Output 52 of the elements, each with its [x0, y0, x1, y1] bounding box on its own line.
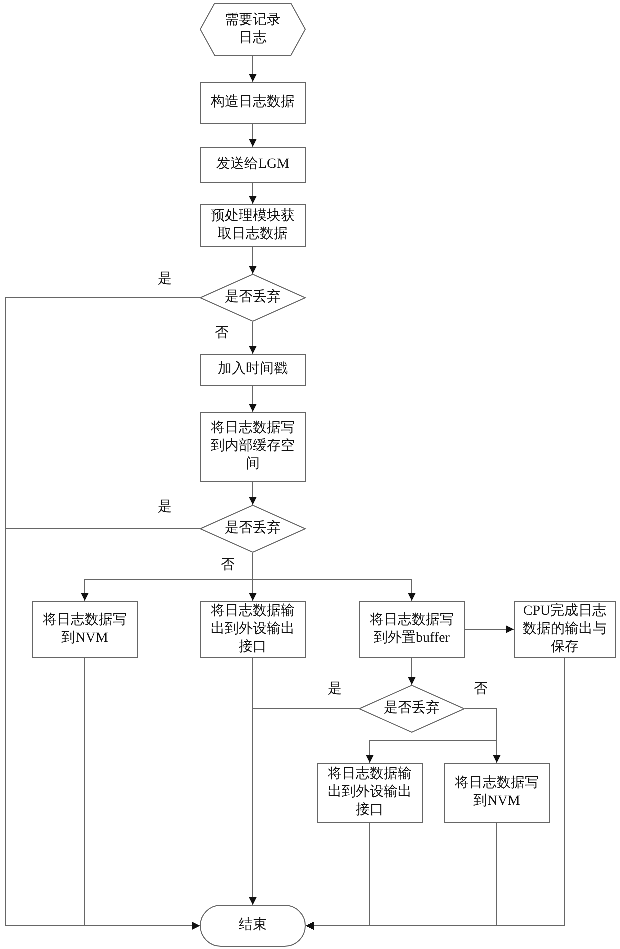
arrow: [306, 658, 566, 930]
end-terminal: [200, 905, 306, 947]
arrow: [464, 626, 514, 634]
process-box: [200, 354, 306, 386]
arrow: [408, 658, 416, 686]
node-text: 将日志数据写到NVM: [42, 612, 128, 648]
process-box: [200, 601, 306, 658]
edge-label: 是: [158, 272, 172, 288]
process-box: [317, 763, 423, 823]
node-text: 是否丢弃: [225, 520, 281, 538]
node-text: 将日志数据写到外置buffer: [369, 612, 455, 648]
edge-label: 是: [328, 682, 342, 698]
arrow: [84, 658, 200, 930]
node-text: 需要记录日志: [224, 12, 282, 48]
arrow: [249, 124, 257, 148]
edge-label: 否: [474, 682, 488, 698]
process-box: [200, 82, 306, 124]
node-text: 将日志数据写到NVM: [454, 775, 540, 811]
arrow: [249, 182, 257, 204]
node-text: 构造日志数据: [211, 94, 295, 112]
process-box: [444, 763, 550, 823]
node-text: 将日志数据写到内部缓存空间: [210, 420, 296, 474]
arrow: [249, 482, 257, 506]
edge-label: 否: [215, 326, 229, 342]
process-box: [359, 601, 465, 658]
node-text: 是否丢弃: [225, 289, 281, 307]
edge-label: 否: [221, 558, 235, 574]
node-text: 发送给LGM: [216, 156, 290, 174]
arrow: [249, 708, 360, 906]
arrow: [249, 322, 257, 354]
node-text: 预处理模块获取日志数据: [210, 208, 296, 244]
arrow: [252, 552, 416, 602]
node-text: 将日志数据输出到外设输出接口: [327, 766, 413, 820]
process-box: [514, 601, 616, 658]
arrow: [464, 708, 501, 764]
arrow: [249, 56, 257, 82]
edge-label: 是: [158, 500, 172, 516]
arrow: [249, 246, 257, 274]
process-box: [200, 147, 306, 183]
node-text: 加入时间戳: [218, 361, 288, 379]
node-text: 是否丢弃: [384, 700, 440, 718]
node-text: 结束: [239, 917, 267, 935]
decision-diamond: [200, 274, 306, 322]
process-box: [32, 601, 138, 658]
decision-diamond: [359, 685, 465, 733]
decision-diamond: [200, 505, 306, 553]
start-hexagon: [200, 3, 306, 56]
arrow: [249, 386, 257, 412]
process-box: [200, 204, 306, 247]
node-text: CPU完成日志数据的输出与保存: [522, 602, 608, 656]
process-box: [200, 412, 306, 482]
node-text: 将日志数据输出到外设输出接口: [210, 602, 296, 656]
